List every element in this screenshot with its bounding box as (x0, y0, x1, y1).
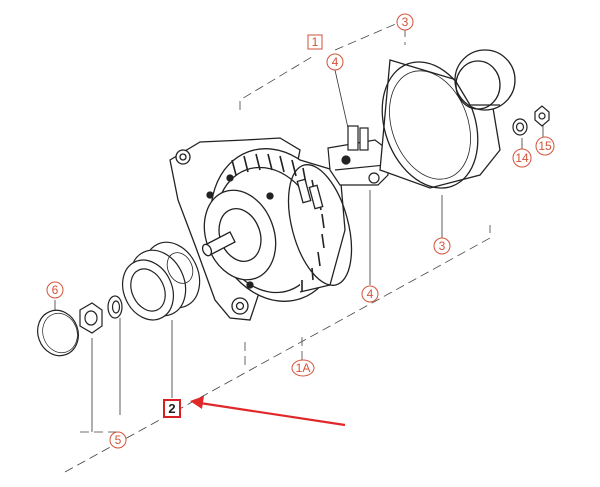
callout-2-highlighted: 2 (163, 399, 181, 418)
svg-text:6: 6 (52, 283, 59, 297)
callout-3-bottom: 3 (433, 237, 451, 255)
svg-text:3: 3 (402, 15, 409, 29)
assembly-guide-lines (64, 19, 491, 473)
end-cover-part (37, 309, 79, 357)
alternator-body-part (169, 137, 353, 321)
rear-cover-part (379, 49, 516, 189)
svg-text:14: 14 (515, 151, 529, 165)
callout-4-bottom: 4 (361, 285, 379, 303)
callout-1: 1 (307, 34, 323, 50)
red-pointer-arrow (190, 396, 346, 427)
rear-nuts-part (512, 105, 550, 136)
voltage-regulator-part (327, 125, 389, 186)
callout-14: 14 (512, 148, 532, 168)
callout-6: 6 (46, 281, 64, 299)
svg-text:1: 1 (312, 35, 319, 49)
svg-text:2: 2 (168, 401, 175, 416)
callout-1a: 1A (291, 359, 315, 377)
leader-lines (54, 69, 544, 432)
callout-4-top: 4 (326, 53, 344, 71)
callout-5: 5 (109, 431, 127, 449)
nut-washer-part (79, 295, 123, 334)
pulley-part (122, 241, 201, 321)
svg-text:4: 4 (367, 287, 374, 301)
svg-text:1A: 1A (296, 361, 311, 375)
svg-text:3: 3 (439, 239, 446, 253)
svg-text:4: 4 (332, 55, 339, 69)
svg-text:15: 15 (538, 139, 552, 153)
svg-text:5: 5 (115, 433, 122, 447)
callout-15: 15 (535, 136, 555, 156)
callout-3-top: 3 (396, 13, 414, 31)
